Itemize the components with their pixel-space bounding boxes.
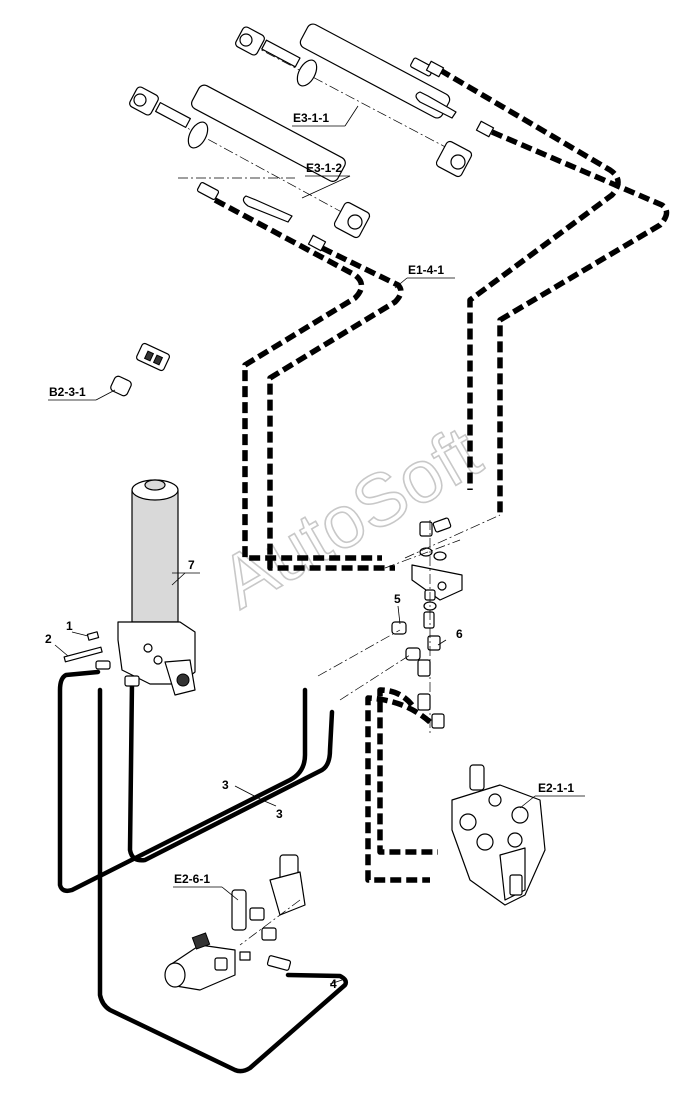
label-e1-4-1: E1-4-1 bbox=[408, 263, 444, 277]
hose-e3-1-1-b bbox=[490, 129, 670, 515]
accumulator-7 bbox=[63, 479, 196, 696]
fittings-5-6 bbox=[317, 514, 501, 735]
hose-valve-b bbox=[365, 695, 432, 883]
valve-e2-6-1 bbox=[164, 854, 306, 991]
label-7: 7 bbox=[188, 558, 195, 572]
solid-hoses bbox=[57, 669, 349, 1074]
valve-e2-1-1 bbox=[451, 764, 546, 906]
label-e2-6-1: E2-6-1 bbox=[174, 872, 210, 886]
label-6: 6 bbox=[456, 627, 463, 641]
hose-valve-a bbox=[377, 687, 438, 855]
hose-e3-1-2-b bbox=[267, 245, 404, 571]
label-2: 2 bbox=[45, 632, 52, 646]
hose-e3-1-1-a bbox=[438, 67, 621, 490]
hose-4 bbox=[97, 687, 349, 1074]
switch-b2-3-1 bbox=[110, 342, 171, 397]
label-3a: 3 bbox=[222, 778, 229, 792]
cylinder-e3-1-1 bbox=[235, 23, 495, 178]
callout-labels: E3-1-1 E3-1-2 E1-4-1 B2-3-1 E2-1-1 E2-6-… bbox=[45, 111, 574, 991]
label-e3-1-2: E3-1-2 bbox=[306, 161, 342, 175]
label-e2-1-1: E2-1-1 bbox=[538, 781, 574, 795]
label-b2-3-1: B2-3-1 bbox=[49, 385, 86, 399]
label-4: 4 bbox=[330, 977, 337, 991]
label-3b: 3 bbox=[276, 807, 283, 821]
label-1: 1 bbox=[66, 619, 73, 633]
leaders bbox=[48, 105, 585, 985]
label-e3-1-1: E3-1-1 bbox=[293, 111, 329, 125]
dashed-hoses bbox=[213, 67, 670, 883]
label-5: 5 bbox=[394, 592, 401, 606]
hose-3-inner bbox=[127, 679, 335, 863]
cylinder-e3-1-2 bbox=[129, 84, 371, 252]
hose-3-outer bbox=[57, 669, 308, 894]
